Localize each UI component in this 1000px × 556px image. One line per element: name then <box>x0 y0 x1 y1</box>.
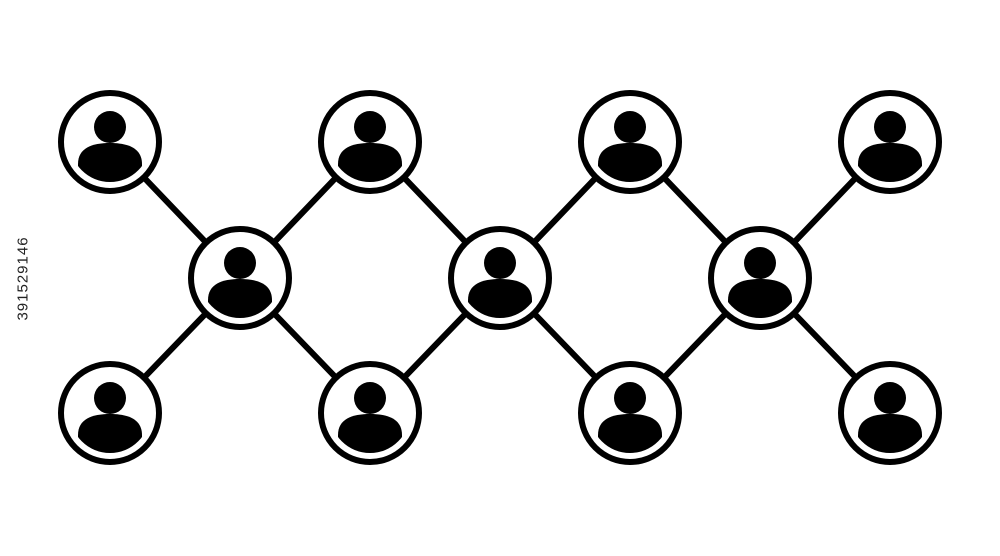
person-node-n8 <box>58 361 162 465</box>
person-node-n5 <box>188 226 292 330</box>
person-node-n10 <box>578 361 682 465</box>
person-icon <box>338 111 402 182</box>
person-icon <box>338 382 402 453</box>
person-node-n9 <box>318 361 422 465</box>
person-icon <box>858 111 922 182</box>
person-icon <box>208 247 272 318</box>
person-icon <box>468 247 532 318</box>
person-icon <box>598 111 662 182</box>
person-nodes <box>58 90 942 465</box>
person-node-n3 <box>578 90 682 194</box>
person-icon <box>858 382 922 453</box>
person-node-n2 <box>318 90 422 194</box>
person-node-n4 <box>838 90 942 194</box>
person-icon <box>78 382 142 453</box>
stock-id-label: 391529146 <box>10 0 36 556</box>
person-node-n1 <box>58 90 162 194</box>
stock-id-text: 391529146 <box>14 235 32 321</box>
person-icon <box>78 111 142 182</box>
person-node-n7 <box>708 226 812 330</box>
person-icon <box>598 382 662 453</box>
person-icon <box>728 247 792 318</box>
person-node-n6 <box>448 226 552 330</box>
person-node-n11 <box>838 361 942 465</box>
